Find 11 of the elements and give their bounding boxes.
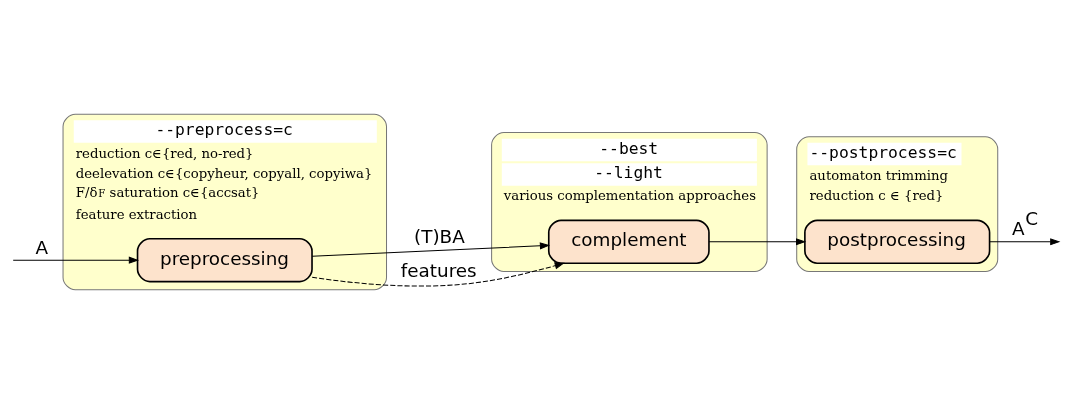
edge-label: A bbox=[35, 236, 49, 258]
arrow bbox=[708, 237, 807, 245]
arrow bbox=[311, 261, 565, 287]
edge-label: features bbox=[400, 259, 477, 281]
edge-label: (T)BA bbox=[414, 225, 465, 247]
arrow bbox=[311, 241, 551, 257]
arrow bbox=[989, 237, 1061, 245]
node-box: complement bbox=[547, 219, 710, 264]
node-box: preprocessing bbox=[136, 237, 313, 282]
node-box: postprocessing bbox=[804, 219, 991, 264]
arrow bbox=[12, 256, 140, 264]
